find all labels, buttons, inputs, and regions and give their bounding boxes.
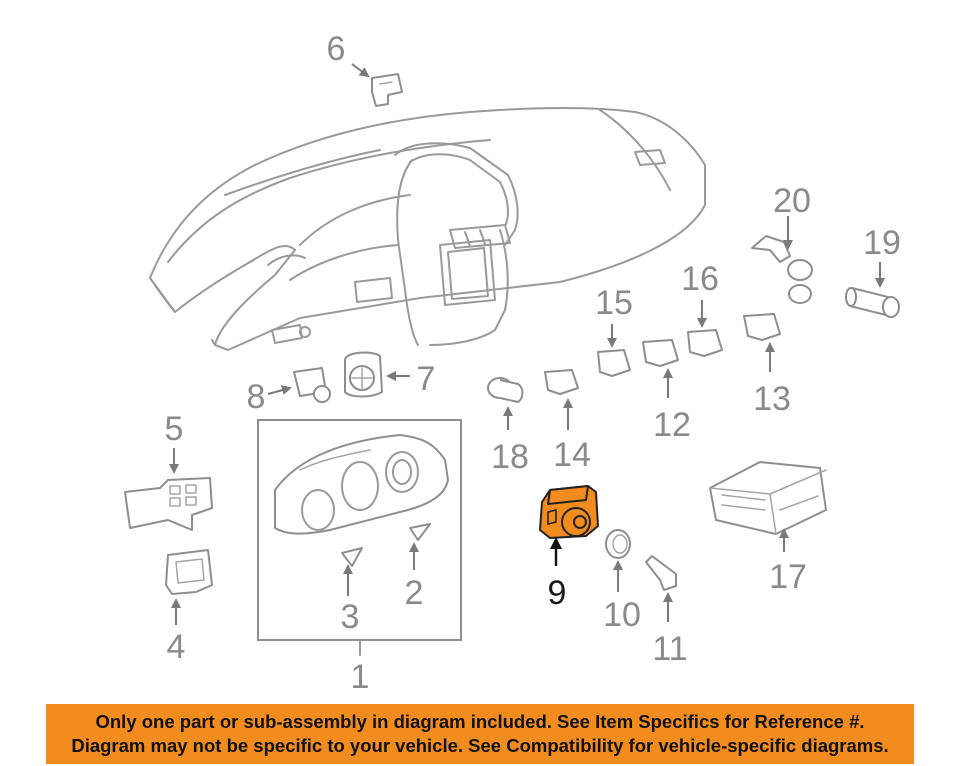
dashboard-outline (149, 106, 706, 351)
callout-11: 11 (652, 630, 687, 668)
disclaimer-line-1: Only one part or sub-assembly in diagram… (95, 711, 865, 732)
callout-20: 20 (773, 182, 811, 220)
callout-18: 18 (491, 438, 529, 476)
part-8-switch (267, 367, 331, 403)
part-20-ignition-lock (751, 216, 813, 304)
part-1-instrument-cluster (257, 419, 462, 656)
part-17-control-unit (709, 461, 827, 552)
callout-6: 6 (327, 30, 346, 68)
callout-14: 14 (553, 436, 591, 474)
callout-labels: 1 2 3 4 5 6 7 8 9 10 11 12 13 14 15 16 1… (165, 30, 901, 696)
callout-2: 2 (405, 574, 424, 612)
part-19-cylinder (845, 262, 900, 318)
part-15-switch (597, 324, 631, 377)
callout-13: 13 (753, 380, 791, 418)
part-5-bracket (124, 448, 213, 531)
callout-16: 16 (681, 260, 719, 298)
callout-19: 19 (863, 224, 901, 262)
callout-1: 1 (351, 658, 370, 696)
part-14-switch (544, 369, 579, 430)
disclaimer-line-2: Diagram may not be specific to your vehi… (71, 735, 889, 756)
part-7-headlight-switch (344, 351, 410, 398)
part-18-button (487, 377, 524, 430)
callout-4: 4 (167, 628, 186, 666)
disclaimer-banner: Only one part or sub-assembly in diagram… (46, 704, 914, 764)
part-11-key (645, 555, 677, 622)
callout-3: 3 (341, 598, 360, 636)
callout-17: 17 (769, 558, 807, 596)
callout-9: 9 (548, 574, 567, 612)
part-13-switch (743, 313, 781, 372)
callout-10: 10 (603, 596, 641, 634)
callout-12: 12 (653, 406, 691, 444)
part-16-switch (687, 300, 723, 357)
part-9-ignition-switch-highlighted (539, 485, 599, 566)
part-6-clip (351, 63, 403, 107)
parts-diagram: 1 2 3 4 5 6 7 8 9 10 11 12 13 14 15 16 1… (124, 30, 901, 696)
part-10-ring (605, 529, 631, 592)
callout-7: 7 (417, 360, 436, 398)
callout-8: 8 (247, 378, 266, 416)
callout-5: 5 (165, 410, 184, 448)
part-4-module (165, 549, 213, 625)
callout-15: 15 (595, 284, 633, 322)
part-12-switch (642, 339, 679, 398)
